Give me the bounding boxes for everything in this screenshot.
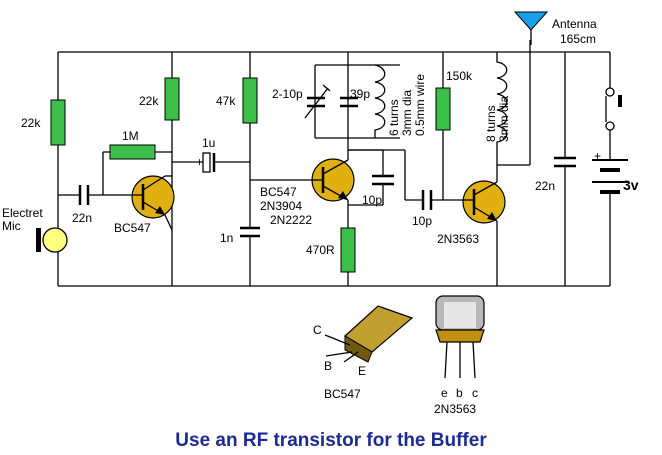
label-antenna: Antenna	[552, 17, 597, 31]
label-q2-1: BC547	[260, 185, 297, 199]
label-trimmer: 2-10p	[272, 87, 303, 101]
label-q3: 2N3563	[437, 232, 479, 246]
polarity-battery: +	[594, 149, 601, 163]
tank-circuit	[304, 52, 400, 139]
label-battery: 3v	[623, 177, 639, 193]
label-coil1-wire: 0.5mm wire	[413, 74, 427, 136]
label-c22n-input: 22n	[72, 211, 92, 225]
label-pin-e: E	[358, 364, 366, 378]
label-pin-c: C	[313, 323, 322, 337]
label-q1: BC547	[114, 221, 151, 235]
resistor-22k-collector	[164, 77, 180, 121]
label-mic-1: Electret	[2, 206, 43, 220]
label-pin-e-2n3563: e	[441, 386, 448, 400]
caption: Use an RF transistor for the Buffer	[175, 430, 487, 451]
capacitor-1n	[240, 226, 260, 286]
label-coil2-dia: 3mm dia	[497, 96, 511, 142]
battery-icon	[592, 159, 628, 286]
label-c10p-feedback: 10p	[362, 193, 382, 207]
label-q2-3: 2N2222	[270, 213, 312, 227]
label-c1u: 1u	[202, 136, 215, 150]
capacitor-1u	[172, 152, 250, 173]
label-coil1-dia: 3mm dia	[400, 90, 414, 136]
polarity-c1u: +	[196, 155, 203, 169]
label-pin-c-2n3563: c	[472, 386, 478, 400]
transistor-q3	[462, 180, 506, 286]
package-bc547	[324, 305, 414, 363]
transistor-q2	[311, 158, 355, 202]
switch-icon	[605, 52, 622, 160]
label-q2-2: 2N3904	[260, 199, 302, 213]
label-c10p-coupling: 10p	[412, 214, 432, 228]
resistor-1m	[102, 144, 172, 195]
label-r150k: 150k	[446, 69, 473, 83]
electret-mic	[36, 227, 68, 253]
supply-rails	[57, 51, 610, 287]
label-pin-b-2n3563: b	[456, 386, 463, 400]
label-c22n-decoupling: 22n	[535, 179, 555, 193]
transistor-q1	[128, 175, 175, 231]
label-pin-b: B	[324, 359, 332, 373]
label-mic-2: Mic	[2, 219, 21, 233]
label-c1n: 1n	[220, 231, 233, 245]
capacitor-10p-coupling	[348, 149, 463, 210]
label-antenna-length: 165cm	[560, 32, 596, 46]
label-r47k: 47k	[216, 94, 236, 108]
capacitor-22n-input	[58, 185, 128, 205]
label-c39p: 39p	[350, 87, 370, 101]
label-package-2n3563: 2N3563	[434, 402, 476, 416]
resistor-470r	[340, 227, 356, 273]
capacitor-22n-decoupling	[554, 52, 576, 286]
resistor-150k	[435, 87, 451, 131]
resistor-22k-mic	[50, 99, 66, 146]
label-package-bc547: BC547	[324, 387, 361, 401]
coil-2	[496, 40, 531, 182]
label-r22k-collector: 22k	[139, 94, 159, 108]
label-coil1-turns: 6 turns	[387, 99, 401, 136]
label-coil2-turns: 8 turns	[484, 105, 498, 142]
antenna-icon	[513, 11, 549, 45]
label-r470: 470R	[306, 243, 335, 257]
label-r1m: 1M	[122, 129, 139, 143]
label-r22k-mic: 22k	[21, 116, 41, 130]
package-2n3563	[435, 295, 485, 379]
resistor-47k	[242, 77, 258, 124]
